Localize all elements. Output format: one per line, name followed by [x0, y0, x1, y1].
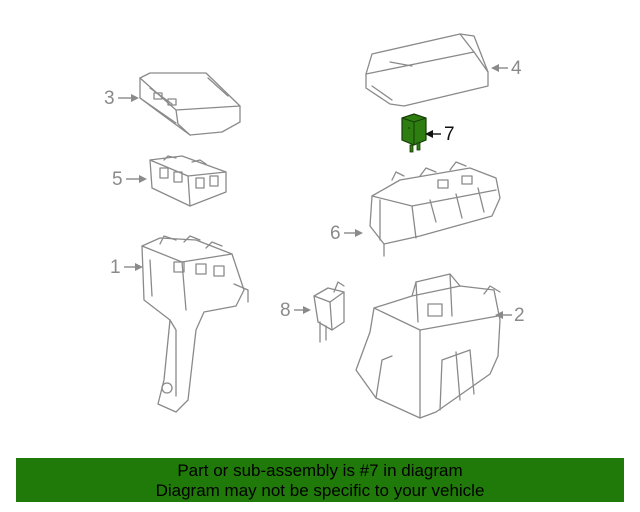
part-3-cover — [139, 72, 241, 136]
callout-1: 1 — [110, 257, 143, 278]
svg-text:8: 8 — [280, 300, 291, 321]
info-banner: Part or sub-assembly is #7 in diagram Di… — [16, 458, 624, 502]
banner-line-2: Diagram may not be specific to your vehi… — [155, 481, 485, 500]
part-8-holder — [313, 281, 345, 343]
callout-8: 8 — [280, 300, 311, 321]
callout-3: 3 — [104, 88, 139, 109]
banner-line-1: Part or sub-assembly is #7 in diagram — [177, 461, 463, 480]
callout-7: 7 — [425, 124, 455, 145]
part-1-bracket — [141, 235, 249, 413]
svg-text:3: 3 — [104, 88, 115, 109]
svg-text:4: 4 — [511, 58, 522, 79]
parts-diagram: 1 2 3 4 5 6 7 8 — [104, 33, 525, 419]
part-4-cover — [365, 33, 489, 107]
svg-text:1: 1 — [110, 257, 121, 278]
callout-6: 6 — [330, 223, 363, 244]
part-6-fuse-block — [369, 161, 501, 257]
callout-2: 2 — [495, 305, 525, 326]
svg-text:6: 6 — [330, 223, 341, 244]
part-5-relay-block — [149, 155, 227, 207]
svg-text:7: 7 — [444, 124, 455, 145]
part-2-housing — [355, 273, 501, 419]
svg-text:2: 2 — [514, 305, 525, 326]
part-7-relay — [401, 113, 427, 153]
callout-4: 4 — [491, 58, 522, 79]
svg-text:5: 5 — [112, 169, 123, 190]
callout-5: 5 — [112, 169, 147, 190]
